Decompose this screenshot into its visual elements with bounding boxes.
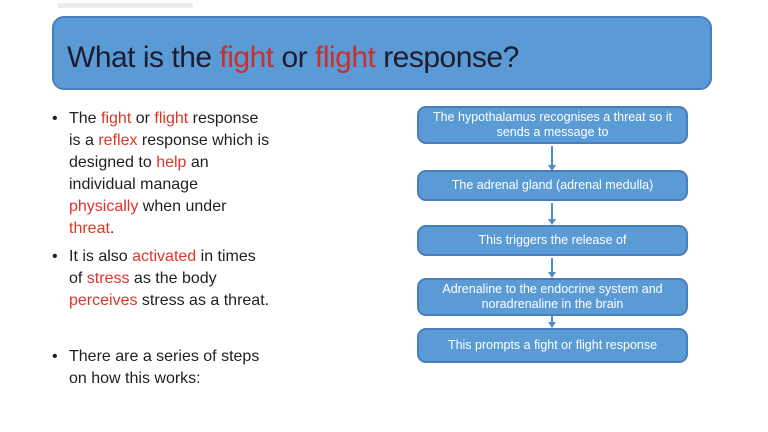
bullet-text: The fight or flight response is a reflex… <box>69 110 270 237</box>
down-arrow-icon <box>548 258 556 278</box>
bullet-list: • The fight or flight response is a refl… <box>52 108 387 390</box>
flow-box-triggers-release: This triggers the release of <box>417 225 688 256</box>
bullet-item: • The fight or flight response is a refl… <box>52 108 387 240</box>
flow-box-fight-flight-response: This prompts a fight or flight response <box>417 328 688 363</box>
down-arrow-icon <box>548 146 556 171</box>
flow-box-adrenaline: Adrenaline to the endocrine system and n… <box>417 278 688 316</box>
down-arrow-icon <box>548 314 556 328</box>
bullet-marker: • <box>52 348 58 365</box>
page-title: What is the fight or flight response? <box>67 41 519 74</box>
bullet-item: • It is also activated in times of stres… <box>52 246 387 312</box>
flow-box-hypothalamus: The hypothalamus recognises a threat so … <box>417 106 688 144</box>
slide-title-bar: What is the fight or flight response? <box>52 16 712 90</box>
bullet-marker: • <box>52 110 58 127</box>
flow-box-adrenal-gland: The adrenal gland (adrenal medulla) <box>417 170 688 201</box>
bullet-text: It is also activated in times of stress … <box>69 248 270 309</box>
bullet-item: • There are a series of steps on how thi… <box>52 346 387 390</box>
bullet-marker: • <box>52 248 58 265</box>
slide-edge-artifact <box>57 3 193 8</box>
bullet-text: There are a series of steps on how this … <box>69 348 260 387</box>
down-arrow-icon <box>548 203 556 225</box>
